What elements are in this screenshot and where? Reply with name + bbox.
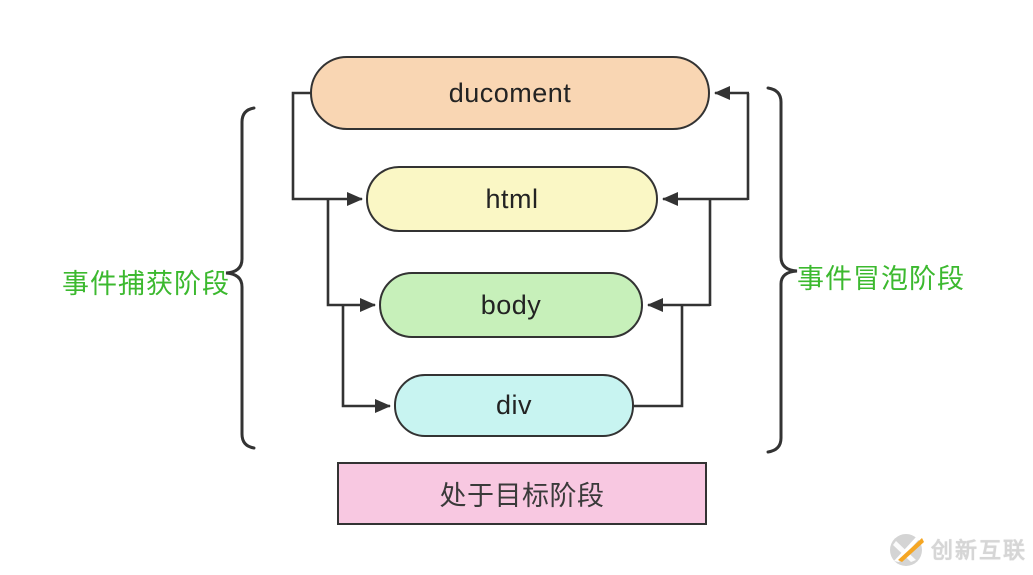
bubble-phase-label: 事件冒泡阶段 [797,264,965,294]
node-document: ducoment [310,56,710,130]
capture-phase-brace [225,106,256,450]
bubble-phase-brace [766,86,798,454]
cx-logo-icon [889,534,924,566]
node-html: html [366,166,658,232]
node-div: div [394,374,634,437]
line-div-up [634,305,684,408]
target-phase-box: 处于目标阶段 [337,462,707,525]
watermark-brand-text: 创新互联 [930,538,1027,563]
capture-phase-label: 事件捕获阶段 [62,269,230,299]
arrow-html-to-body [326,199,376,312]
watermark: 创新互联 [886,529,1027,569]
node-body: body [379,272,643,338]
